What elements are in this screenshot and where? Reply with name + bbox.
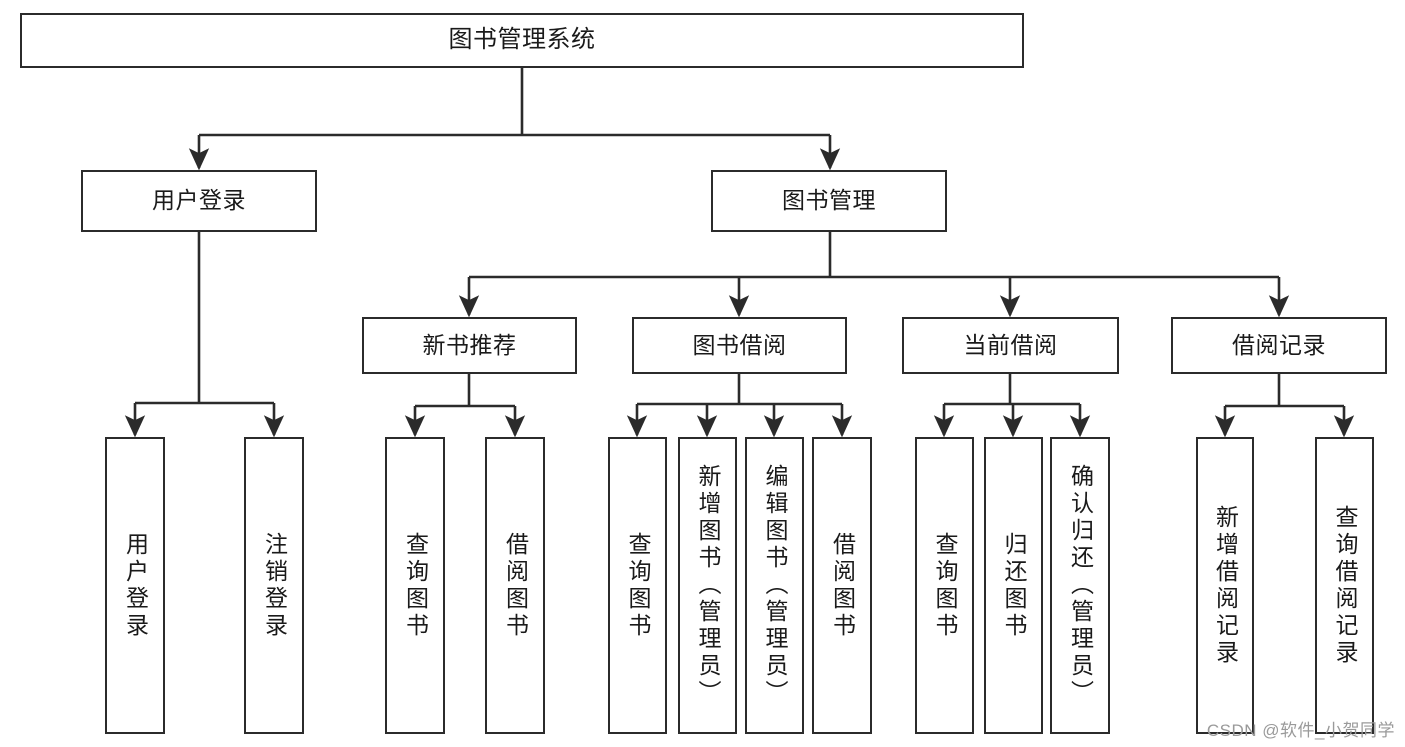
node-new-book-recommend[interactable]: 新书推荐	[362, 317, 577, 374]
node-leaf-query-book-3[interactable]: 查询图书	[915, 437, 974, 734]
csdn-watermark: CSDN @软件_小贺同学	[1206, 721, 1395, 740]
node-leaf-query-book-1-label: 查询图书	[402, 531, 429, 640]
node-leaf-borrow-book-2[interactable]: 借阅图书	[812, 437, 872, 734]
node-book-manage-label: 图书管理	[782, 187, 876, 214]
node-new-book-recommend-label: 新书推荐	[422, 331, 517, 358]
node-leaf-user-login-label: 用户登录	[122, 531, 149, 640]
node-leaf-borrow-book-1[interactable]: 借阅图书	[485, 437, 545, 734]
node-leaf-add-book-label: 新增图书（管理员）	[695, 464, 721, 707]
node-leaf-add-book[interactable]: 新增图书（管理员）	[678, 437, 737, 734]
node-leaf-confirm-return[interactable]: 确认归还（管理员）	[1050, 437, 1110, 734]
node-current-borrow[interactable]: 当前借阅	[902, 317, 1119, 374]
node-borrow-record[interactable]: 借阅记录	[1171, 317, 1387, 374]
node-leaf-edit-book-label: 编辑图书（管理员）	[762, 464, 788, 707]
node-leaf-borrow-book-1-label: 借阅图书	[502, 531, 529, 640]
node-leaf-return-book[interactable]: 归还图书	[984, 437, 1043, 734]
node-user-login-label: 用户登录	[152, 187, 246, 214]
node-leaf-query-record[interactable]: 查询借阅记录	[1315, 437, 1374, 734]
node-leaf-edit-book[interactable]: 编辑图书（管理员）	[745, 437, 804, 734]
node-leaf-confirm-return-label: 确认归还（管理员）	[1067, 464, 1094, 707]
node-borrow-record-label: 借阅记录	[1232, 331, 1326, 358]
node-leaf-borrow-book-2-label: 借阅图书	[829, 531, 856, 640]
node-leaf-add-record-label: 新增借阅记录	[1212, 504, 1239, 667]
node-book-borrow[interactable]: 图书借阅	[632, 317, 847, 374]
node-leaf-query-book-3-label: 查询图书	[932, 531, 958, 640]
node-root[interactable]: 图书管理系统	[20, 13, 1024, 68]
node-leaf-user-logout-label: 注销登录	[261, 531, 288, 640]
node-root-label: 图书管理系统	[448, 26, 596, 54]
node-leaf-return-book-label: 归还图书	[1001, 531, 1027, 640]
node-leaf-add-record[interactable]: 新增借阅记录	[1196, 437, 1254, 734]
node-leaf-query-book-2[interactable]: 查询图书	[608, 437, 667, 734]
node-leaf-user-logout[interactable]: 注销登录	[244, 437, 304, 734]
node-book-borrow-label: 图书借阅	[692, 331, 787, 358]
node-leaf-user-login[interactable]: 用户登录	[105, 437, 165, 734]
node-leaf-query-record-label: 查询借阅记录	[1332, 504, 1358, 667]
node-book-manage[interactable]: 图书管理	[711, 170, 947, 232]
node-leaf-query-book-2-label: 查询图书	[625, 531, 651, 640]
node-leaf-query-book-1[interactable]: 查询图书	[385, 437, 445, 734]
node-current-borrow-label: 当前借阅	[963, 331, 1058, 358]
node-user-login[interactable]: 用户登录	[81, 170, 317, 232]
